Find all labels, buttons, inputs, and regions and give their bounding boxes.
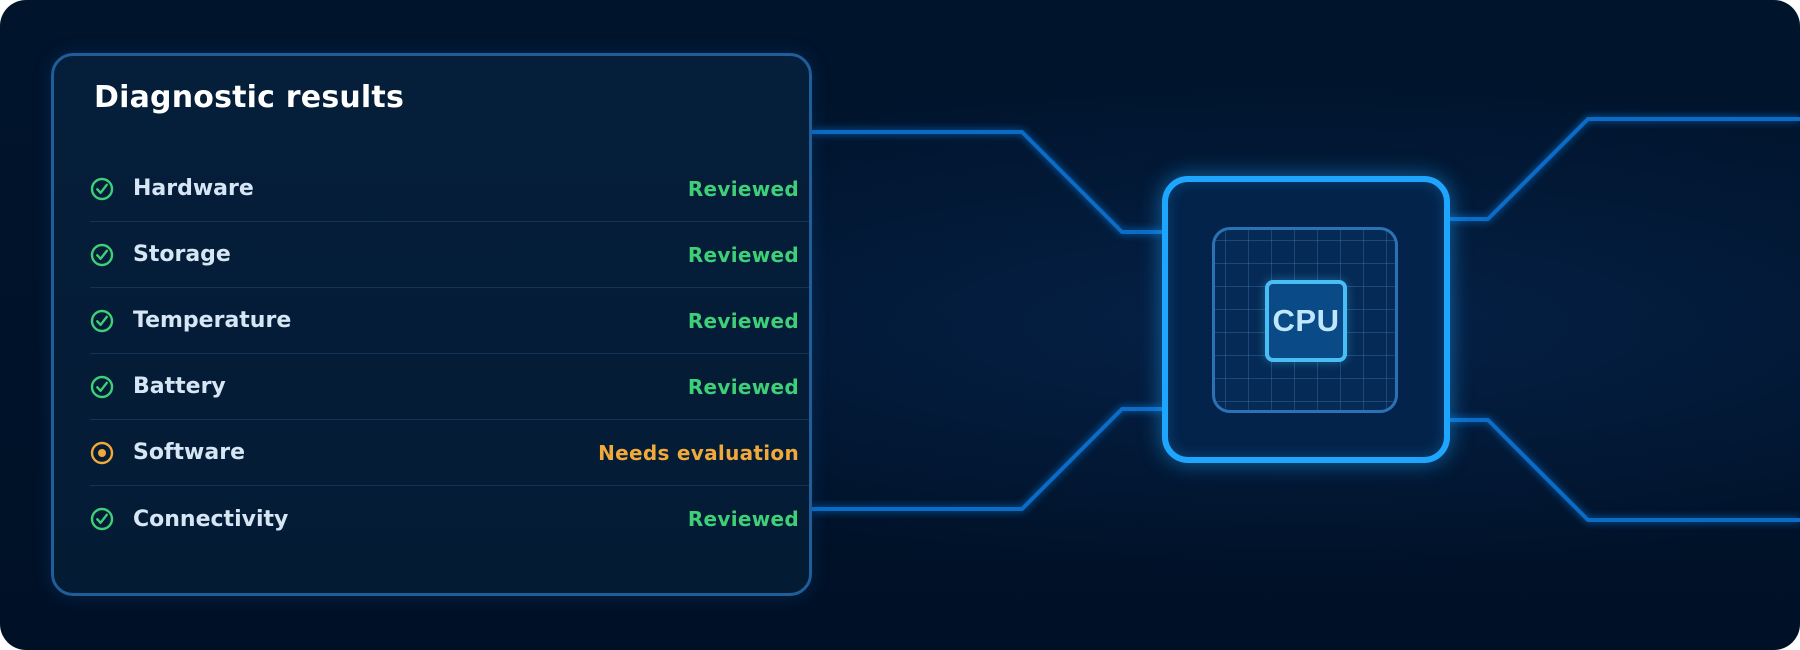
pending-circle-icon: [90, 441, 114, 465]
trace-top-right: [1448, 117, 1800, 221]
chip-grid: CPU: [1212, 227, 1398, 413]
diagnostic-label: Storage: [133, 242, 231, 267]
status-text: Reviewed: [687, 242, 799, 267]
panel-title: Diagnostic results: [94, 80, 405, 115]
diagnostic-label: Hardware: [133, 176, 254, 201]
trace-top-left: [812, 130, 1164, 234]
status-text: Needs evaluation: [598, 440, 799, 465]
diagnostic-row-software: Software Needs evaluation: [90, 420, 809, 486]
chip-core: CPU: [1265, 280, 1347, 362]
check-circle-icon: [90, 375, 114, 399]
diagnostic-row-battery: Battery Reviewed: [90, 354, 809, 420]
diagnostic-results-panel: Diagnostic results Hardware Reviewed Sto…: [51, 53, 812, 596]
diagnostic-row-connectivity: Connectivity Reviewed: [90, 486, 809, 552]
diagnostic-row-hardware: Hardware Reviewed: [90, 156, 809, 222]
trace-bottom-right: [1448, 418, 1800, 522]
cpu-chip-icon: CPU: [1162, 176, 1450, 463]
diagnostic-list: Hardware Reviewed Storage Reviewed Tempe…: [90, 156, 809, 552]
diagnostic-label: Connectivity: [133, 506, 289, 532]
diagnostic-row-storage: Storage Reviewed: [90, 222, 809, 288]
diagnostic-row-temperature: Temperature Reviewed: [90, 288, 809, 354]
diagnostic-label: Temperature: [133, 308, 292, 333]
cpu-label: CPU: [1272, 303, 1340, 338]
check-circle-icon: [90, 309, 114, 333]
status-text: Reviewed: [687, 308, 799, 333]
status-text: Reviewed: [687, 176, 799, 201]
diagnostic-label: Software: [133, 440, 245, 465]
status-text: Reviewed: [687, 507, 799, 531]
check-circle-icon: [90, 507, 114, 531]
check-circle-icon: [90, 177, 114, 201]
diagnostic-label: Battery: [133, 374, 226, 399]
status-text: Reviewed: [687, 374, 799, 399]
trace-bottom-left: [812, 407, 1164, 511]
check-circle-icon: [90, 243, 114, 267]
